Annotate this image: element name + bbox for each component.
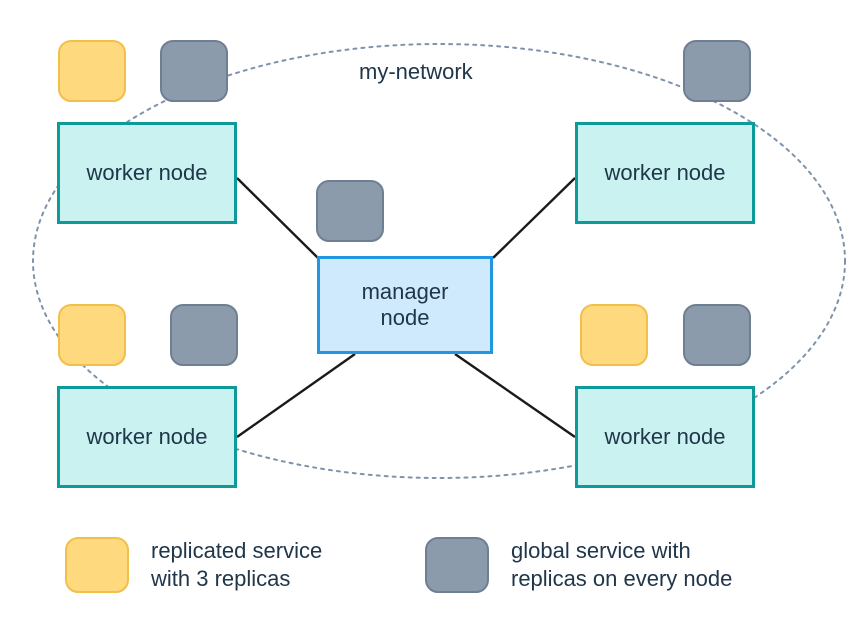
- legend-item-global-service: global service with replicas on every no…: [425, 537, 733, 594]
- worker-node-bottom-right[interactable]: worker node: [575, 386, 755, 488]
- legend-item-replicated-service: replicated service with 3 replicas: [65, 537, 323, 594]
- global-service-swatch: [425, 537, 489, 594]
- link-manager-worker-bottomleft: [236, 353, 356, 438]
- replicated-service-chip-2[interactable]: [58, 304, 126, 366]
- manager-node[interactable]: manager node: [317, 256, 493, 354]
- replicated-service-chip-1[interactable]: [58, 40, 126, 102]
- link-manager-worker-topright: [492, 177, 576, 259]
- legend-label-global-service: global service with replicas on every no…: [511, 538, 733, 592]
- network-boundary-ellipse: [32, 43, 846, 479]
- worker-node-bottom-left[interactable]: worker node: [57, 386, 237, 488]
- replicated-service-swatch: [65, 537, 129, 594]
- worker-node-top-right[interactable]: worker node: [575, 122, 755, 224]
- worker-node-top-left[interactable]: worker node: [57, 122, 237, 224]
- link-manager-worker-topleft: [236, 177, 319, 259]
- global-service-chip-5[interactable]: [683, 304, 751, 366]
- legend-label-replicated-service: replicated service with 3 replicas: [151, 538, 323, 592]
- global-service-chip-4[interactable]: [170, 304, 238, 366]
- global-service-chip-2[interactable]: [683, 40, 751, 102]
- global-service-chip-3[interactable]: [316, 180, 384, 242]
- link-manager-worker-bottomright: [454, 353, 576, 438]
- node-link-lines: [236, 177, 576, 438]
- network-label: my-network: [359, 59, 473, 84]
- replicated-service-chip-3[interactable]: [580, 304, 648, 366]
- global-service-chip-1[interactable]: [160, 40, 228, 102]
